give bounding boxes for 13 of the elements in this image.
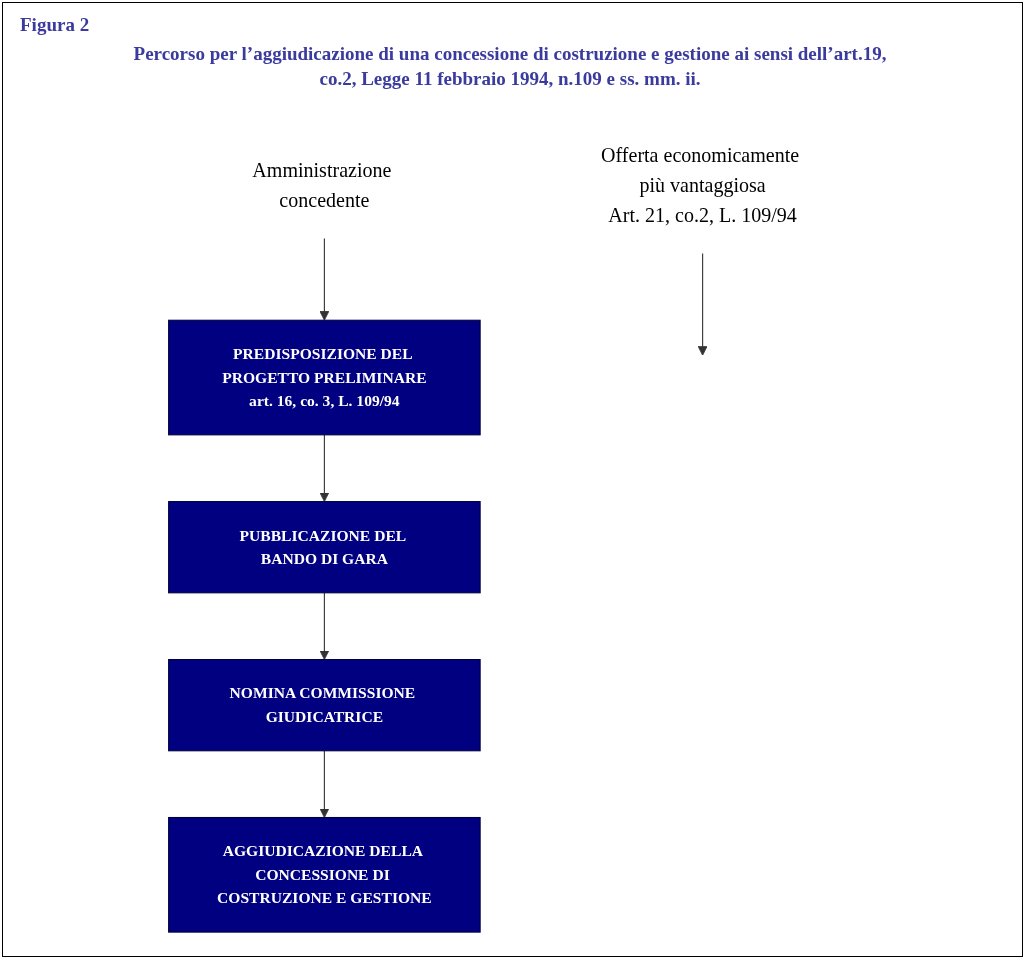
process-box: PREDISPOSIZIONE DEL PROGETTO PRELIMINARE art. 16, co. 3, L. 109/94 [168,319,481,436]
note-text: Offerta economicamente più vantaggiosa Art. 21, co.2, L. 109/94 [601,144,800,227]
figure-label: Figura 2 [20,14,90,36]
process-box: NOMINA COMMISSIONE GIUDICATRICE [168,659,481,752]
note-text: Amministrazione concedente [252,159,392,212]
process-box: PUBBLICAZIONE DEL BANDO DI GARA [168,501,481,594]
arrow [697,252,708,356]
diagram-title: Percorso per l’aggiudicazione di una concessione di costruzione e gestione ai sensi dell’art.19, co.2, Legge 11 febbraio 1994, n.109 e ss. mm. ii. [133,43,887,89]
arrow [319,434,330,503]
arrow [319,592,330,660]
arrow [319,750,330,818]
process-box: AGGIUDICAZIONE DELLA CONCESSIONE DI COSTRUZIONE E GESTIONE [168,816,481,933]
arrow [319,237,330,321]
